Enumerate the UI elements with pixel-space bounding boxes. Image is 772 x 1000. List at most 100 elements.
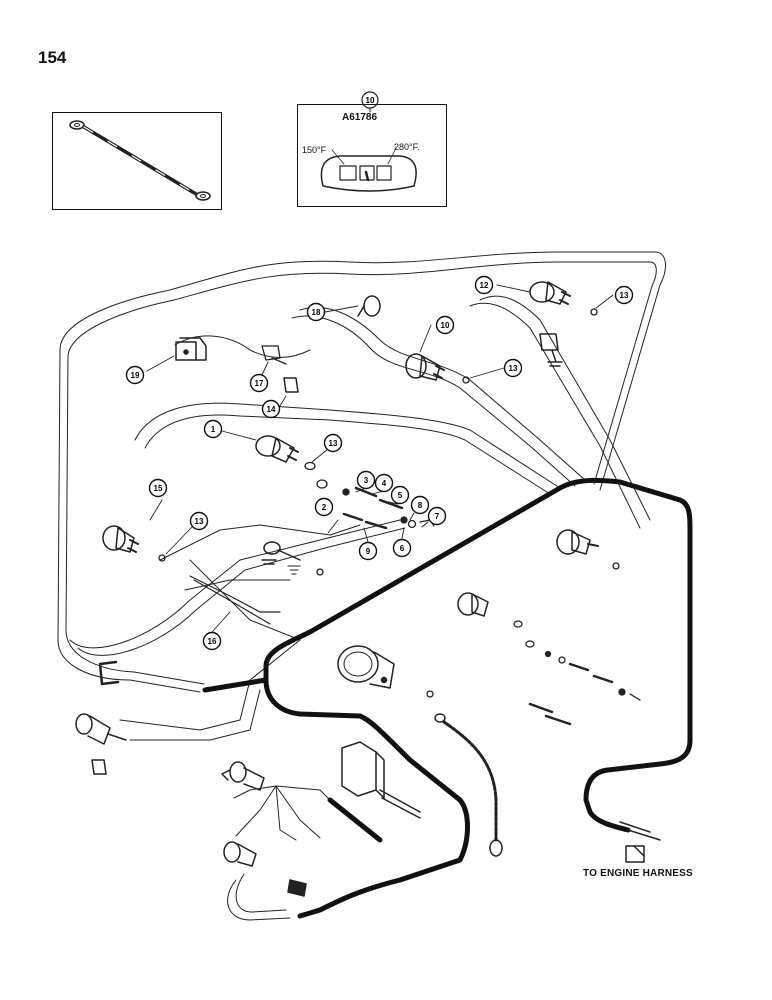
callout-label: 7 <box>435 512 440 521</box>
knob-icon <box>91 759 107 775</box>
callout-c5: 5 <box>390 485 410 505</box>
leader-lines <box>146 284 614 633</box>
callout-circle <box>503 358 523 378</box>
callout-label: 10 <box>441 321 450 330</box>
callout-c18: 18 <box>306 302 326 322</box>
callout-c14: 14 <box>261 399 281 419</box>
temperature-gauge-icon <box>320 91 417 192</box>
callout-c12: 12 <box>474 275 494 295</box>
callout-label: 13 <box>509 364 518 373</box>
gauge-1-icon <box>255 435 299 463</box>
callout-circle <box>148 478 168 498</box>
regulator-icon <box>341 741 421 819</box>
callout-circle <box>125 365 145 385</box>
socket-18-icon <box>357 295 381 317</box>
callout-c10: 10 <box>435 315 455 335</box>
instrument-harness <box>57 251 666 741</box>
callout-c16: 16 <box>202 631 222 651</box>
callout-circle <box>474 275 494 295</box>
callout-c17: 17 <box>249 373 269 393</box>
starter-button-icon <box>223 841 257 867</box>
callout-label: 1 <box>211 425 216 434</box>
callout-circle <box>323 433 343 453</box>
callout-c13c: 13 <box>614 285 634 305</box>
callout-c1: 1 <box>203 419 223 439</box>
wire-lead-16-icon <box>189 575 281 625</box>
callout-label: 16 <box>208 637 217 646</box>
callout-c6: 6 <box>392 538 412 558</box>
callout-label: 2 <box>322 503 327 512</box>
callout-label: 3 <box>364 476 369 485</box>
sensor-lead-icon <box>434 713 503 857</box>
callout-label: 15 <box>154 484 163 493</box>
callout-c9: 9 <box>358 541 378 561</box>
hourmeter-icon <box>337 645 395 689</box>
callout-circle <box>203 419 223 439</box>
light-17-icon <box>261 345 287 365</box>
callout-label: 18 <box>312 308 321 317</box>
callout-circle <box>427 506 447 526</box>
callout-label: 13 <box>329 439 338 448</box>
callout-label: 8 <box>418 501 423 510</box>
temp-high-label: 280°F. <box>394 142 420 152</box>
callout-circle <box>410 495 430 515</box>
callout-label: 6 <box>400 544 405 553</box>
callout-c7: 7 <box>427 506 447 526</box>
callout-c13d: 13 <box>189 511 209 531</box>
callout-c2: 2 <box>314 497 334 517</box>
inset-callout-label: 10 <box>366 96 375 105</box>
bracket-icon <box>98 660 120 686</box>
callout-label: 19 <box>131 371 140 380</box>
engine-harness-label: TO ENGINE HARNESS <box>583 868 693 879</box>
callout-label: 13 <box>620 291 629 300</box>
gauge-right-upper-icon <box>556 529 599 555</box>
callout-label: 13 <box>195 517 204 526</box>
gauge-right-middle-icon <box>457 592 489 617</box>
switch-19-icon <box>175 337 207 361</box>
fan-wires <box>227 785 331 921</box>
key-switch-icon <box>221 761 265 791</box>
callout-circle <box>614 285 634 305</box>
callout-label: 9 <box>366 547 371 556</box>
inset-part-number: A61786 <box>342 112 378 123</box>
temperature-gauge-inset <box>297 104 447 207</box>
callout-label: 17 <box>255 379 264 388</box>
callout-circle <box>261 399 281 419</box>
callout-circle <box>249 373 269 393</box>
callout-circle <box>374 473 394 493</box>
callout-circle <box>314 497 334 517</box>
small-parts-icons <box>158 308 641 726</box>
callout-c8: 8 <box>410 495 430 515</box>
connector-icon <box>287 879 307 897</box>
flasher-icon <box>261 541 301 565</box>
callout-label: 5 <box>398 491 403 500</box>
callout-circle <box>390 485 410 505</box>
sender-icon <box>539 333 563 367</box>
callout-circle <box>435 315 455 335</box>
gauge-12-icon <box>529 281 571 305</box>
callout-c13b: 13 <box>503 358 523 378</box>
callout-c13a: 13 <box>323 433 343 453</box>
page-number: 154 <box>38 48 67 67</box>
light-switch-icon <box>75 713 127 745</box>
callout-circle <box>358 541 378 561</box>
callout-c4: 4 <box>374 473 394 493</box>
callout-c19: 19 <box>125 365 145 385</box>
ground-strap-inset <box>52 112 222 210</box>
callout-circle <box>189 511 209 531</box>
gauge-15-icon <box>102 525 139 553</box>
callout-c15: 15 <box>148 478 168 498</box>
callout-label: 4 <box>382 479 387 488</box>
gauge-10-icon <box>405 353 445 381</box>
callout-label: 12 <box>480 281 489 290</box>
callout-circle <box>356 470 376 490</box>
callout-label: 14 <box>267 405 276 414</box>
ground-symbol-icon <box>287 565 301 575</box>
callout-circle <box>306 302 326 322</box>
callout-c3: 3 <box>356 470 376 490</box>
callout-circle <box>392 538 412 558</box>
ground-strap-icon <box>69 120 211 201</box>
temp-low-label: 150°F <box>302 145 327 155</box>
